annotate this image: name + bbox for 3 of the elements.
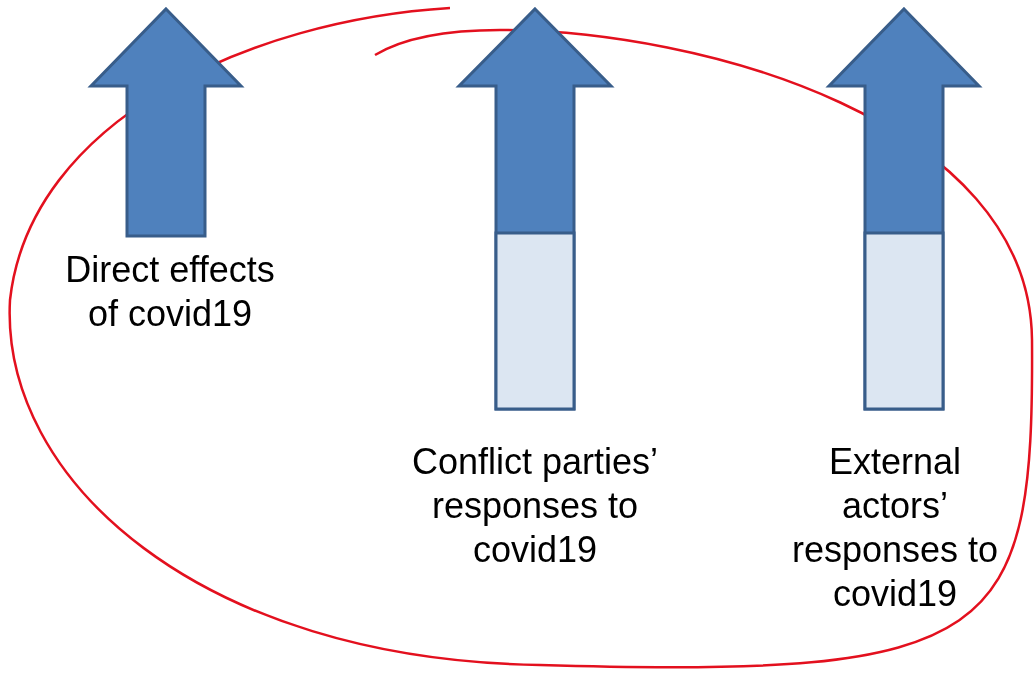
caption-text: External actors’ responses to covid19	[790, 440, 1000, 616]
caption-text: Conflict parties’ responses to covid19	[410, 440, 660, 572]
caption-text: Direct effects of covid19	[64, 248, 276, 336]
